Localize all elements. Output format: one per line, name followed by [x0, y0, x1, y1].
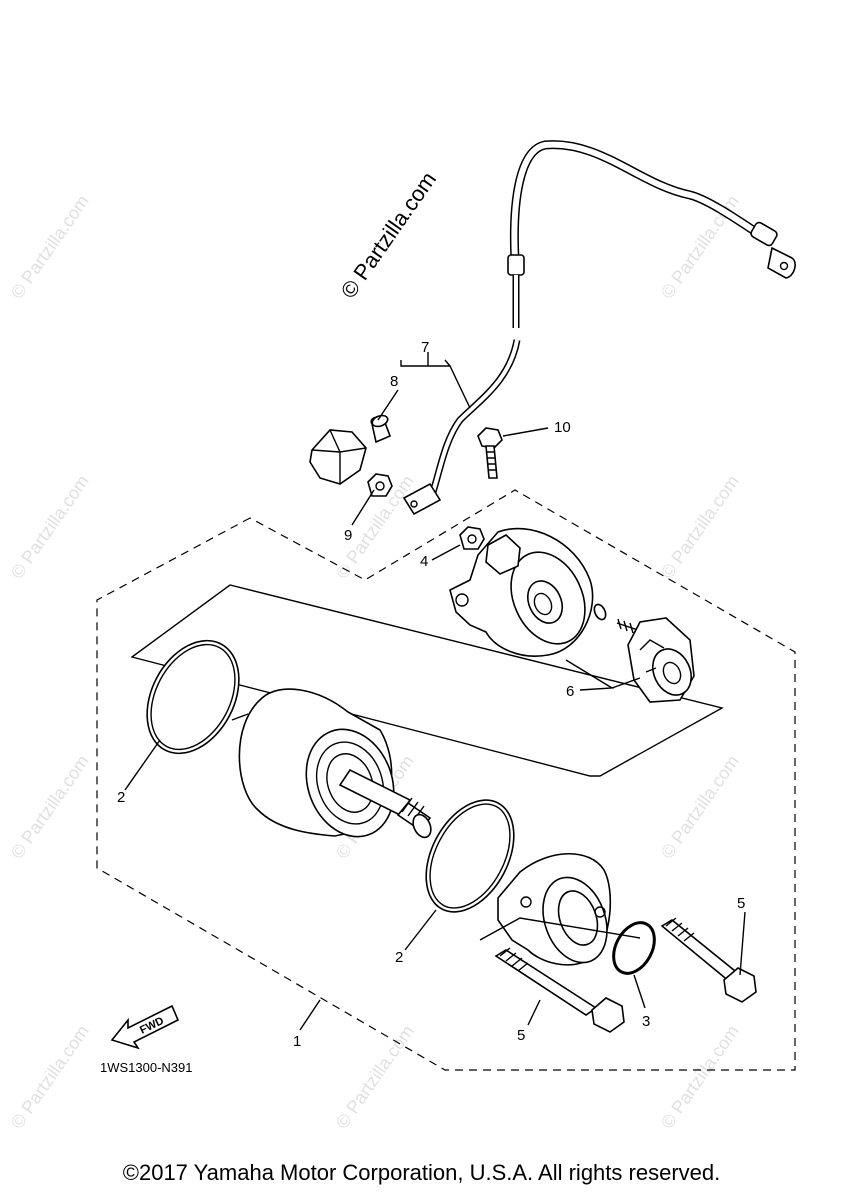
watermark-tile: © Partzilla.com [7, 471, 93, 582]
o-ring-2-right-inner [429, 803, 511, 909]
o-ring-3 [612, 921, 656, 975]
starter-cable [402, 140, 796, 516]
callout-9: 9 [344, 527, 352, 544]
bolt-10 [477, 427, 503, 479]
watermark-tile: © Partzilla.com [7, 1021, 93, 1132]
diagram-code: 1WS1300-N391 [100, 1060, 193, 1075]
watermark-tile: © Partzilla.com [657, 1021, 743, 1132]
o-ring-2-left [146, 639, 240, 755]
callout-2-left: 2 [117, 789, 125, 806]
bolt-5-lower [494, 947, 625, 1033]
callout-5-upper: 5 [737, 895, 745, 912]
callout-10: 10 [554, 419, 571, 436]
callout-3: 3 [642, 1013, 650, 1030]
assembly-boundary [96, 489, 796, 1071]
callout-7: 7 [421, 339, 429, 356]
callout-5-lower: 5 [517, 1027, 525, 1044]
callout-4: 4 [420, 553, 428, 570]
watermark-tile: © Partzilla.com [7, 751, 93, 862]
front-cover [449, 527, 594, 657]
watermark-tile: © Partzilla.com [657, 471, 743, 582]
fwd-arrow-icon: FWD [110, 1004, 180, 1050]
rear-cover [497, 853, 612, 966]
terminal-cap [309, 414, 392, 485]
o-ring-2-left-inner [150, 643, 236, 751]
callout-6: 6 [566, 683, 574, 700]
watermark-tile: © Partzilla.com [657, 751, 743, 862]
brush-holder [616, 617, 695, 703]
yoke-group-outline [130, 584, 724, 777]
watermark-tile: © Partzilla.com [7, 191, 93, 302]
callout-1: 1 [293, 1033, 301, 1050]
bolt-5-upper [660, 917, 757, 1003]
watermark-tile: © Partzilla.com [332, 1021, 418, 1132]
callout-8: 8 [390, 373, 398, 390]
watermark-tile: © Partzilla.com [657, 191, 743, 302]
nut-4 [459, 526, 485, 550]
leader-lines [124, 352, 746, 1031]
callout-2-right: 2 [395, 949, 403, 966]
small-o-ring [593, 603, 607, 621]
watermark-main: © Partzilla.com [336, 167, 442, 303]
copyright-notice: ©2017 Yamaha Motor Corporation, U.S.A. A… [122, 1160, 721, 1185]
rear-cover-outline [479, 917, 641, 941]
starter-yoke [231, 688, 432, 839]
